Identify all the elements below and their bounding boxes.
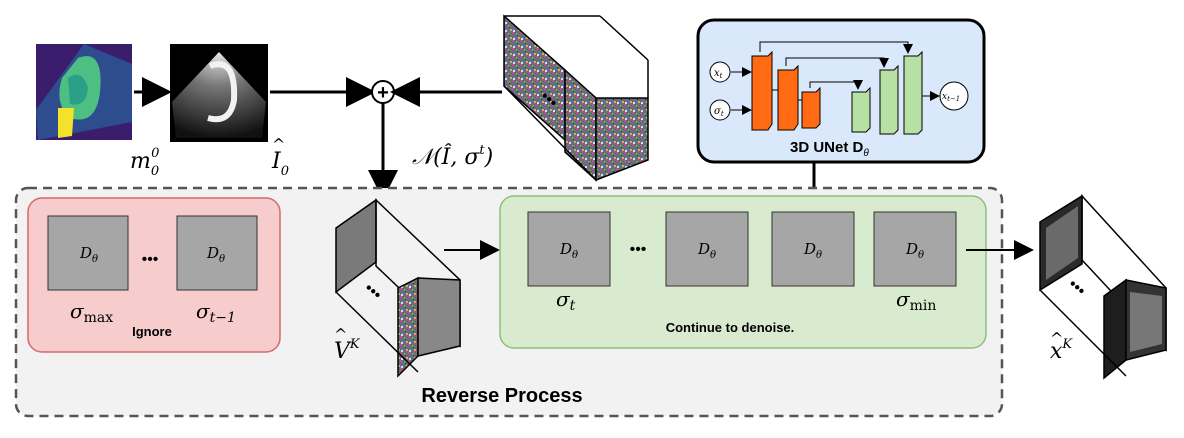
- ignore-dots: •••: [142, 251, 159, 268]
- unet-input-sigma-label: σt: [714, 106, 724, 118]
- denoise-block-1: [527, 211, 611, 287]
- unet-encoder-block-1: [751, 50, 773, 131]
- unet-encoder-block-2: [777, 64, 799, 131]
- image-label: I0: [271, 149, 289, 179]
- denoise-block-4: [873, 211, 957, 287]
- volume-label: VK: [334, 337, 361, 364]
- ignore-label: Ignore: [132, 324, 172, 339]
- sigma-min-label: σmin: [896, 287, 936, 314]
- generated-image-i0: [170, 44, 268, 142]
- denoise-block-3-label: Dθ: [803, 240, 822, 261]
- unet-decoder-block-2: [879, 64, 899, 135]
- continue-label: Continue to denoise.: [666, 320, 795, 335]
- unet-input-x-label: xt: [714, 68, 723, 80]
- continue-dots: •••: [630, 241, 647, 258]
- output-hat: ^: [1050, 329, 1063, 348]
- sum-symbol: +: [377, 82, 389, 104]
- denoise-block-2-label: Dθ: [697, 240, 716, 261]
- ignore-block-2-label: Dθ: [206, 244, 225, 265]
- unet-input-x: [709, 61, 731, 83]
- sigma-t-label: σt: [556, 287, 576, 314]
- ignore-block-1-label: Dθ: [79, 244, 98, 265]
- ignore-block-1: [47, 215, 129, 291]
- unet-encoder-block-3: [801, 86, 821, 129]
- unet-output: [939, 81, 969, 111]
- unet-architecture: xt σt xt−1: [709, 41, 969, 135]
- denoise-block-2: [665, 211, 749, 287]
- denoise-block-4-label: Dθ: [905, 240, 924, 261]
- denoise-block-3: [771, 211, 855, 287]
- mask-label: m00: [130, 146, 159, 179]
- output-label: xK: [1050, 337, 1073, 364]
- unet-output-label: xt−1: [942, 92, 960, 103]
- output-volume-xk: •••: [1039, 194, 1167, 380]
- unet-decoder-block-3: [903, 50, 923, 135]
- sigma-t-minus-1-label: σt−1: [196, 299, 236, 326]
- noise-volume-dots: •••: [537, 88, 561, 112]
- sigma-max-label: σmax: [70, 299, 113, 326]
- unet-title: 3D UNet Dθ: [790, 139, 869, 159]
- noisy-volume-vk: •••: [335, 198, 461, 378]
- unet-input-sigma: [709, 99, 731, 121]
- noise-distribution-label: 𝒩(Î, σt): [412, 143, 493, 170]
- volume-hat: ^: [334, 325, 347, 344]
- ignore-block-2: [176, 215, 258, 291]
- noise-volume: •••: [503, 14, 649, 182]
- output-volume-dots: •••: [1065, 276, 1089, 300]
- denoise-block-1-label: Dθ: [559, 240, 578, 261]
- image-hat: ^: [272, 135, 285, 154]
- segmentation-mask-image: [36, 44, 132, 140]
- unet-decoder-block-1: [851, 86, 871, 133]
- reverse-process-title: Reverse Process: [421, 385, 582, 407]
- vk-volume-dots: •••: [361, 280, 385, 304]
